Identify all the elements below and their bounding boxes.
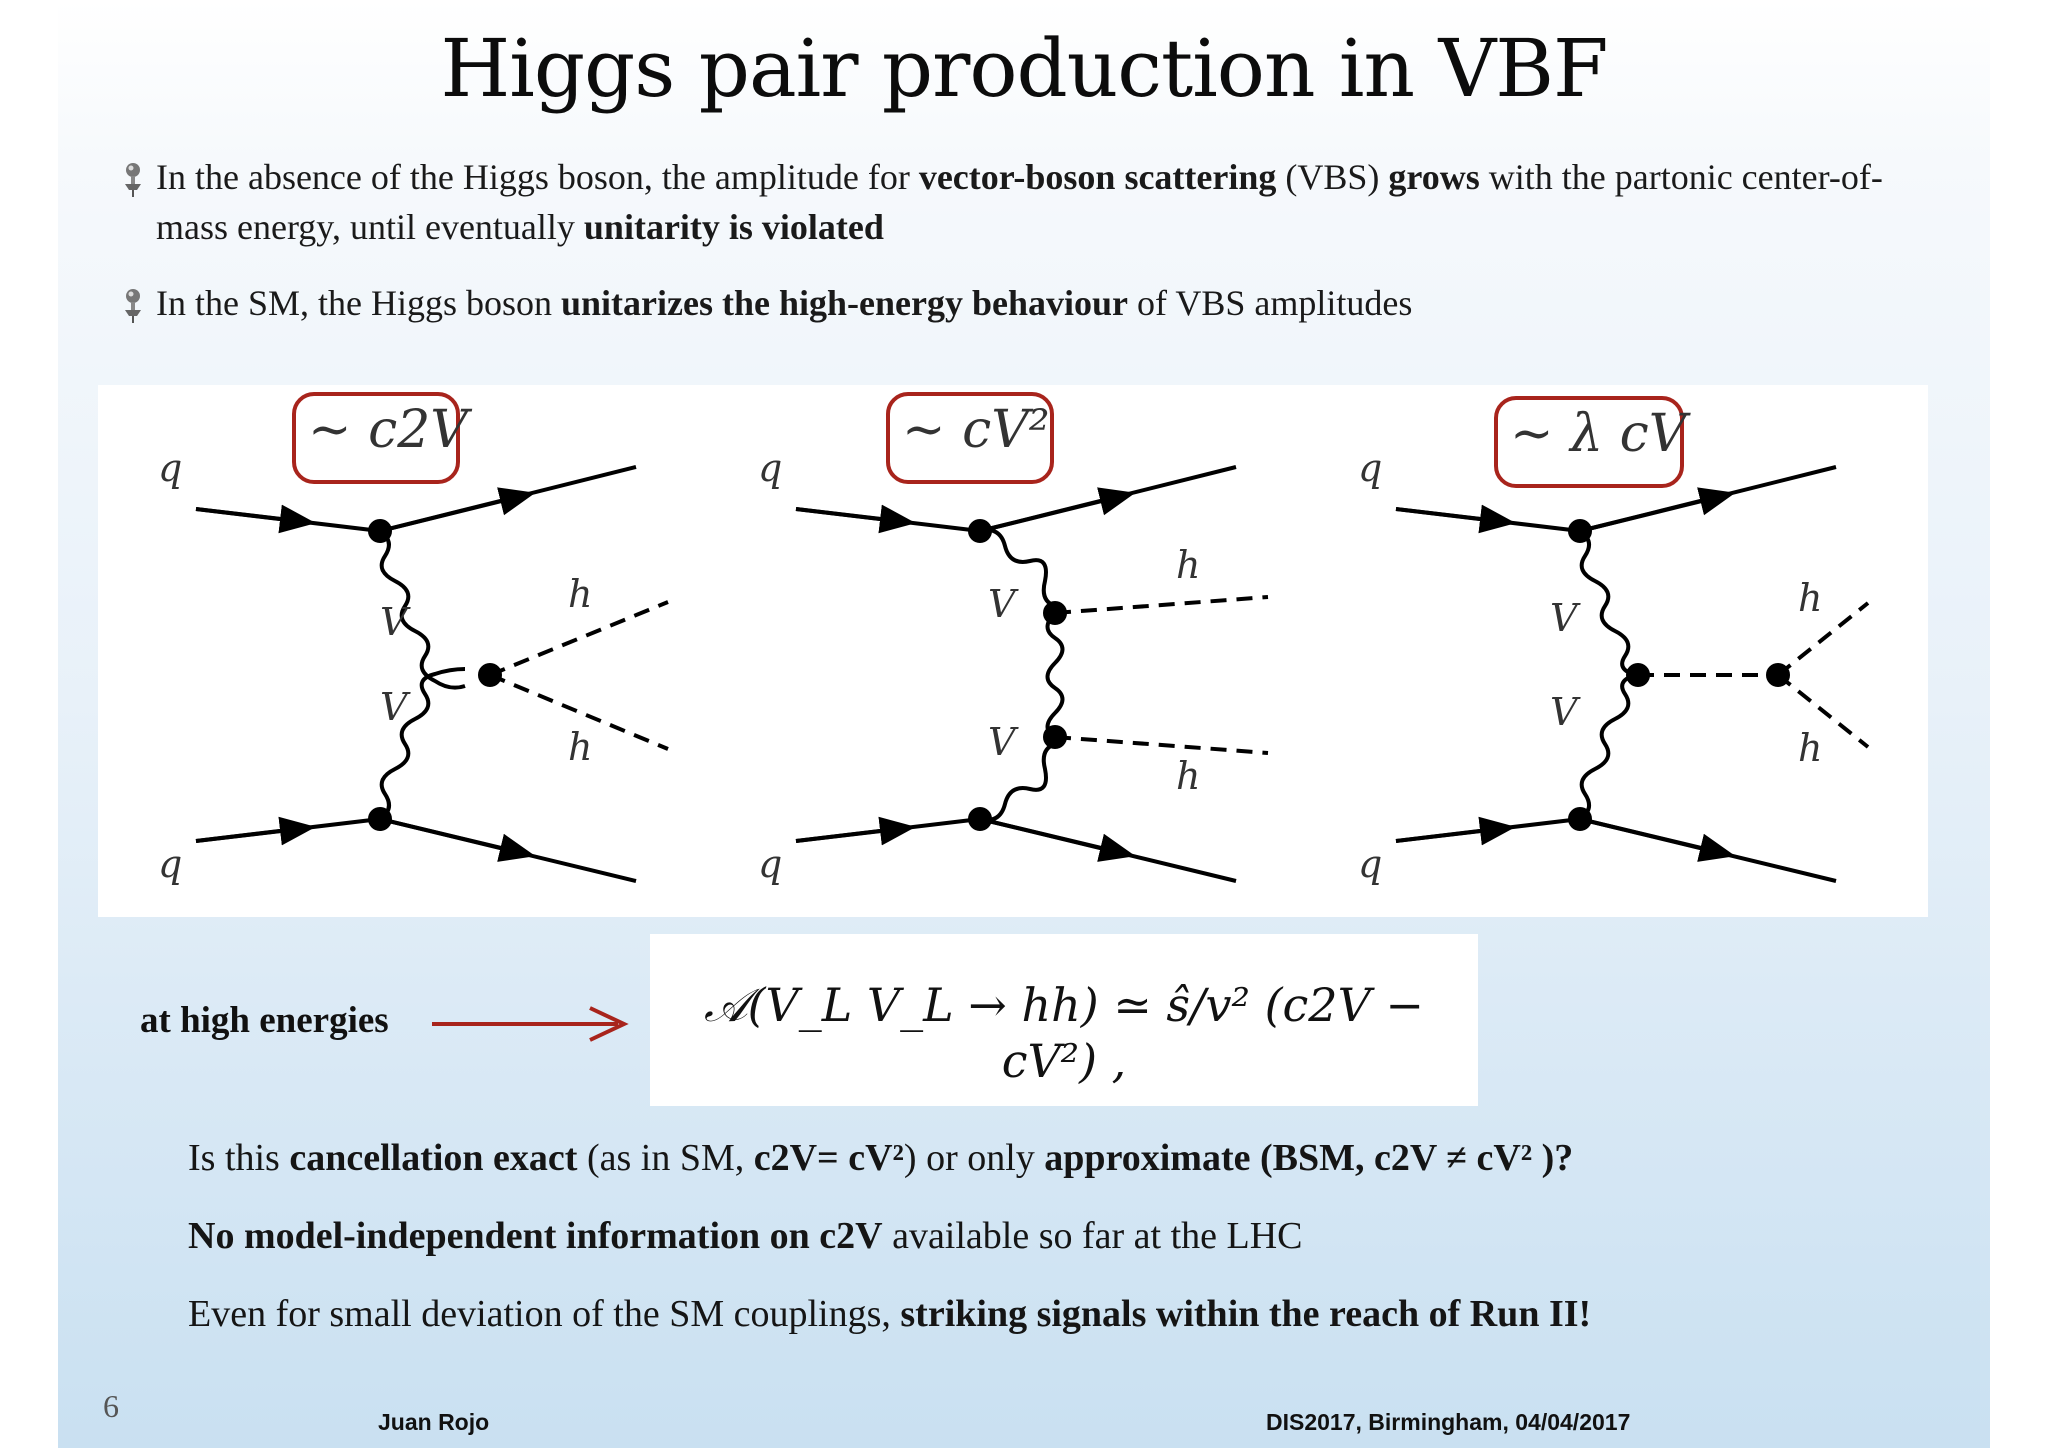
footer-author: Juan Rojo (378, 1409, 490, 1435)
bold-text: approximate (BSM, c2V ≠ cV² )? (1044, 1137, 1574, 1179)
bold-text: No model-independent information on c2V (188, 1215, 883, 1257)
text: In the absence of the Higgs boson, the a… (156, 157, 919, 197)
diagram-contact (195, 465, 669, 883)
vector-label: V (1550, 596, 1581, 640)
bold-text: grows (1388, 157, 1480, 197)
high-energies-label: at high energies (140, 1000, 389, 1041)
vector-label: V (988, 720, 1019, 764)
higgs-label: h (1176, 543, 1200, 587)
vector-label: V (380, 685, 411, 729)
vector-label: V (380, 600, 411, 644)
pushpin-icon (122, 286, 144, 337)
question-signals: Even for small deviation of the SM coupl… (188, 1292, 1591, 1336)
text: In the SM, the Higgs boson (156, 283, 561, 323)
coupling-box-cv-squared: ~ cV² (886, 392, 1054, 484)
pushpin-icon (122, 160, 144, 211)
bullet-1: In the absence of the Higgs boson, the a… (125, 152, 1938, 252)
vector-label: V (988, 582, 1019, 626)
bold-text: vector-boson scattering (918, 157, 1277, 197)
vector-label: V (1550, 690, 1581, 734)
amplitude-formula: 𝒜(V_L V_L → hh) ≃ ŝ/v² (c2V − cV²) , (704, 978, 1424, 1088)
text: with the partonic center-of-mass energy,… (156, 157, 1883, 247)
coupling-box-c2v: ~ c2V (292, 392, 468, 484)
question-cancellation: Is this cancellation exact (as in SM, c2… (188, 1136, 1573, 1180)
text: (as in SM, (577, 1137, 754, 1179)
higgs-label: h (1798, 726, 1822, 770)
text: (VBS) (1276, 157, 1389, 197)
quark-label: q (758, 842, 782, 886)
higgs-label: h (1176, 754, 1200, 798)
question-model-independent: No model-independent information on c2V … (188, 1214, 1303, 1258)
quark-label: q (158, 842, 182, 886)
text: available so far at the LHC (882, 1215, 1303, 1257)
amplitude-formula-box: 𝒜(V_L V_L → hh) ≃ ŝ/v² (c2V − cV²) , (650, 934, 1478, 1106)
bullet-2: In the SM, the Higgs boson unitarizes th… (125, 278, 1938, 328)
bold-text: unitarity is violated (583, 207, 884, 247)
quark-label: q (1358, 842, 1382, 886)
page-number: 6 (103, 1388, 119, 1424)
feynman-diagrams: q q V V h h q q V V h h q q V V h h (158, 446, 1870, 886)
quark-label: q (1358, 446, 1382, 490)
quark-label: q (158, 446, 182, 490)
quark-label: q (758, 446, 782, 490)
bold-text: striking signals within the reach of Run… (900, 1293, 1592, 1335)
diagram-t-channel (795, 465, 1269, 883)
diagram-s-channel (1395, 465, 1870, 883)
higgs-label: h (568, 725, 592, 769)
slide-title: Higgs pair production in VBF (440, 22, 1608, 115)
bold-text: cancellation exact (289, 1137, 578, 1179)
text: Is this (188, 1137, 290, 1179)
higgs-label: h (1798, 576, 1822, 620)
footer-event: DIS2017, Birmingham, 04/04/2017 (1266, 1409, 1631, 1435)
coupling-box-lambda-cv: ~ λ cV (1494, 396, 1686, 488)
higgs-label: h (568, 572, 592, 616)
text: of VBS amplitudes (1127, 283, 1413, 323)
arrow-right-icon (432, 1006, 629, 1042)
bold-text: unitarizes the high-energy behaviour (561, 283, 1128, 323)
bold-text: c2V= cV² (753, 1137, 904, 1179)
text: Even for small deviation of the SM coupl… (188, 1293, 901, 1335)
text: ) or only (903, 1137, 1045, 1179)
